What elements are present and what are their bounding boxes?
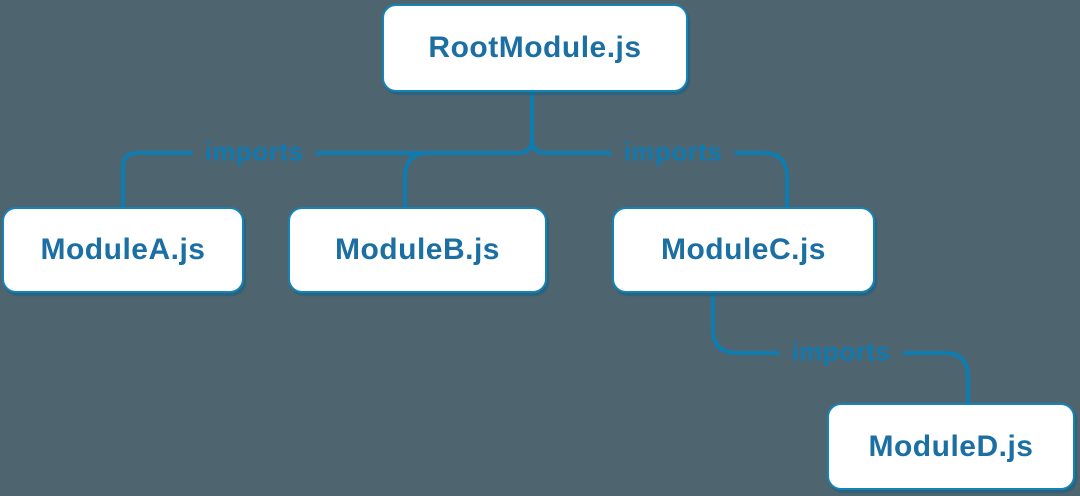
edge-root-to-modulea (121, 92, 534, 208)
node-modulec: ModuleC.js (612, 207, 875, 293)
node-rootmodule: RootModule.js (382, 4, 688, 92)
node-modulea: ModuleA.js (2, 207, 244, 293)
edge-label-imports-root-modulec: imports (611, 135, 735, 169)
edge-root-to-moduleb (403, 92, 534, 208)
node-moduleb: ModuleB.js (288, 207, 547, 293)
node-moduled-label: ModuleD.js (868, 429, 1034, 463)
edge-label-imports-modulec-moduled: imports (779, 335, 903, 369)
node-modulec-label: ModuleC.js (660, 233, 826, 266)
node-moduleb-label: ModuleB.js (334, 233, 500, 266)
edge-label-imports-root-modulea: imports (192, 135, 316, 169)
node-rootmodule-label: RootModule.js (428, 31, 642, 64)
node-moduled: ModuleD.js (827, 403, 1075, 490)
node-modulea-label: ModuleA.js (40, 233, 206, 266)
